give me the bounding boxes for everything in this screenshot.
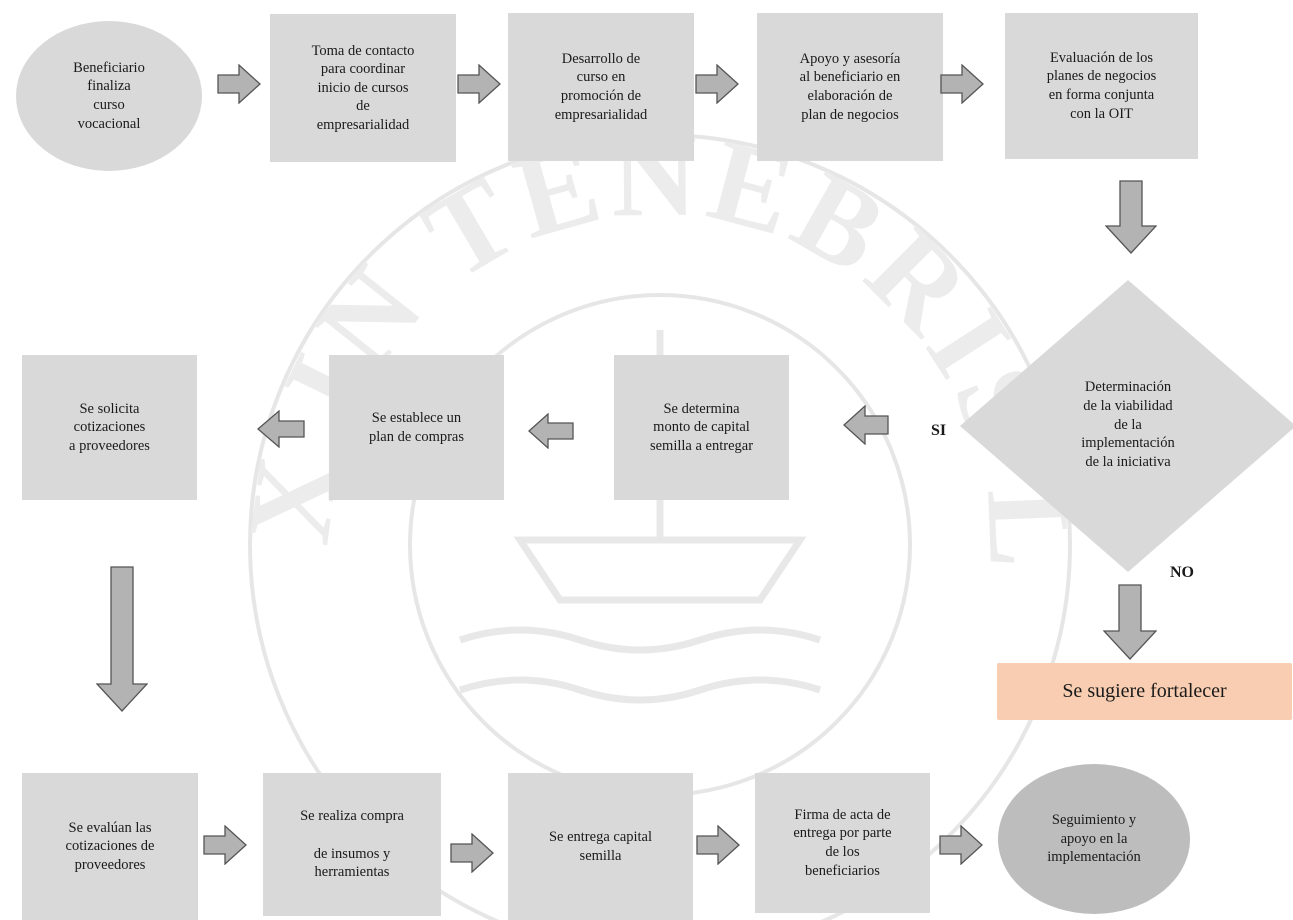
step-label: Toma de contacto para coordinar inicio d… [311, 42, 415, 133]
arrow-right-icon [450, 833, 494, 873]
arrow-right-icon [203, 825, 247, 865]
decision-label: Determinación de la viabilidad de la imp… [1081, 378, 1175, 471]
outcome-label: Se sugiere fortalecer [1062, 679, 1227, 702]
yes-label: SI [931, 422, 947, 439]
step-label: Se solicita cotizaciones a proveedores [69, 400, 150, 454]
step-desarrollo-curso: Desarrollo de curso en promoción de empr… [508, 13, 694, 161]
step-firma-de-acta: Firma de acta de entrega por parte de lo… [755, 773, 930, 913]
step-label: Se entrega capital semilla [548, 828, 653, 864]
arrow-down-icon [1103, 584, 1157, 660]
step-evaluan-cotizaciones: Se evalúan las cotizaciones de proveedor… [22, 773, 198, 920]
no-label: NO [1170, 564, 1194, 581]
arrow-left-icon [843, 405, 889, 445]
step-label: Desarrollo de curso en promoción de empr… [554, 50, 648, 123]
step-solicita-cotizaciones: Se solicita cotizaciones a proveedores [22, 355, 197, 500]
decision-diamond [960, 280, 1293, 572]
step-entrega-capital: Se entrega capital semilla [508, 773, 693, 920]
step-beneficiario-finaliza-oval: Beneficiario finaliza curso vocacional [16, 21, 202, 171]
arrow-right-icon [457, 64, 501, 104]
step-toma-de-contacto: Toma de contacto para coordinar inicio d… [270, 14, 456, 162]
step-label: Firma de acta de entrega por parte de lo… [793, 806, 892, 879]
arrow-down-icon [96, 566, 148, 712]
arrow-right-icon [940, 64, 984, 104]
step-apoyo-asesoria: Apoyo y asesoría al beneficiario en elab… [757, 13, 943, 161]
outcome-se-sugiere-fortalecer: Se sugiere fortalecer [997, 663, 1292, 720]
arrow-left-icon [528, 413, 574, 449]
step-evaluacion-planes: Evaluación de los planes de negocios en … [1005, 13, 1198, 159]
decision-text: Determinación de la viabilidad de la imp… [1040, 350, 1216, 500]
arrow-down-icon [1105, 180, 1157, 254]
step-se-determina-monto: Se determina monto de capital semilla a … [614, 355, 789, 500]
step-label: Apoyo y asesoría al beneficiario en elab… [799, 50, 901, 123]
step-label: Seguimiento y apoyo en la implementación [1047, 812, 1141, 866]
step-label: Se establece un plan de compras [368, 409, 465, 445]
arrow-right-icon [695, 64, 739, 104]
step-seguimiento-oval: Seguimiento y apoyo en la implementación [998, 764, 1190, 914]
step-label: Evaluación de los planes de negocios en … [1046, 49, 1157, 122]
step-label: Beneficiario finaliza curso vocacional [73, 59, 145, 132]
arrow-right-icon [939, 825, 983, 865]
step-label: Se realiza compra de insumos y herramien… [300, 808, 404, 881]
arrow-right-icon [696, 825, 740, 865]
step-label: Se determina monto de capital semilla a … [649, 400, 754, 454]
step-realiza-compra: Se realiza compra de insumos y herramien… [263, 773, 441, 916]
step-plan-de-compras: Se establece un plan de compras [329, 355, 504, 500]
step-label: Se evalúan las cotizaciones de proveedor… [65, 819, 155, 873]
arrow-right-icon [217, 64, 261, 104]
arrow-left-icon [257, 410, 305, 448]
